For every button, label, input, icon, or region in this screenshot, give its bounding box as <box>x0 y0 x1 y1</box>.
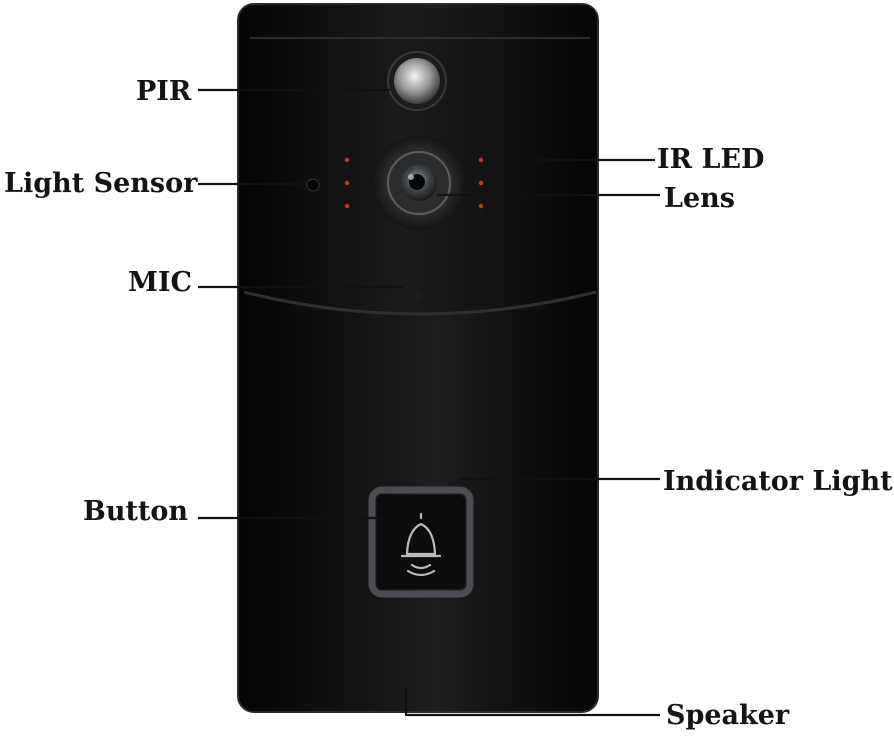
pir-sensor <box>394 58 440 104</box>
ir-led-dot <box>478 203 484 209</box>
light-sensor <box>306 178 320 192</box>
speaker-label: Speaker <box>666 700 790 731</box>
pir-label: PIR <box>136 76 192 107</box>
light-sensor-label: Light Sensor <box>4 168 198 199</box>
bell-icon <box>400 512 442 577</box>
indicator-light-label: Indicator Light <box>663 466 893 497</box>
button-face <box>377 495 465 589</box>
ir-led-dot <box>344 180 350 186</box>
leader-line-speaker <box>404 688 660 717</box>
ir-led-dot <box>478 157 484 163</box>
mic-label: MIC <box>128 267 193 298</box>
lens-label: Lens <box>664 183 735 214</box>
button-frame <box>368 486 474 598</box>
button-label: Button <box>83 496 189 527</box>
ir-led-dot <box>344 203 350 209</box>
ir-led-label: IR LED <box>657 144 765 175</box>
ir-led-dot <box>478 180 484 186</box>
lens-glint <box>408 174 414 180</box>
mic-hole <box>416 293 422 299</box>
ir-led-dot <box>344 157 350 163</box>
panel-seam <box>243 290 597 316</box>
